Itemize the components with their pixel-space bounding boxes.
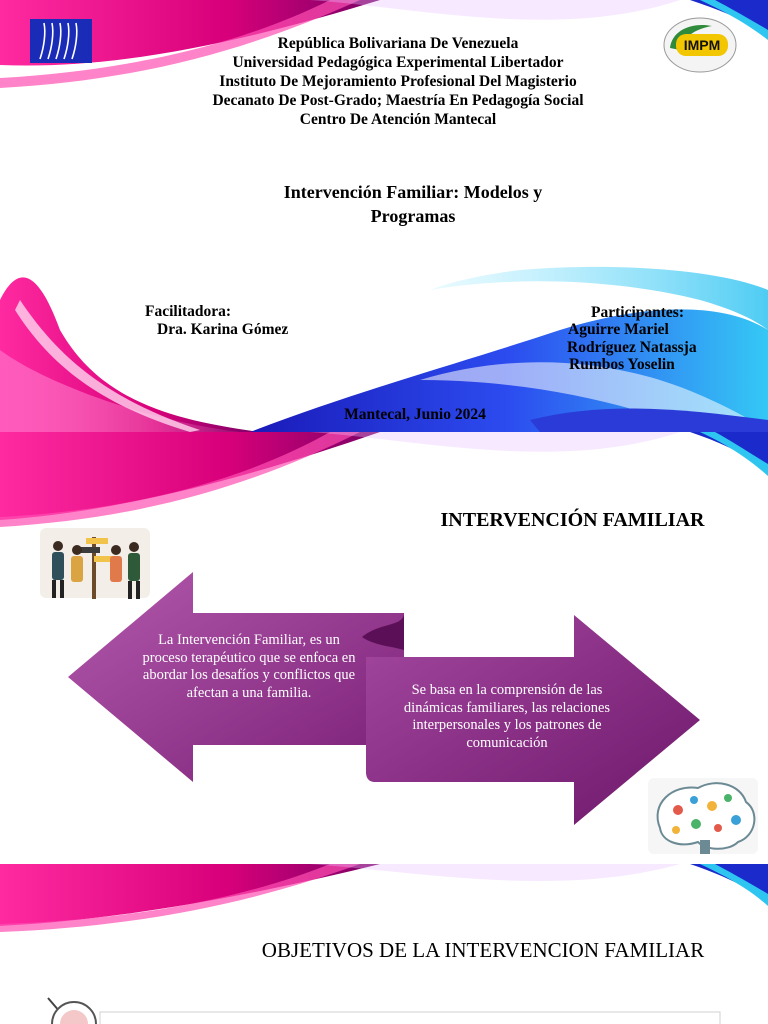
upel-logo [30,19,92,63]
arrow-left-text: La Intervención Familiar, es un proceso … [142,632,356,701]
brain-illustration [648,778,758,854]
presentation-title: Intervención Familiar: Modelos y Program… [250,180,576,228]
facilitator-name: Dra. Karina Gómez [157,321,289,338]
ipmp-logo: IMPM [663,17,737,73]
participant-name: Aguirre Mariel [568,321,669,338]
header-line: Universidad Pedagógica Experimental Libe… [232,54,564,71]
slide-title: OBJETIVOS DE LA INTERVENCION FAMILIAR [261,938,705,962]
slide-cover: IMPM República Bolivariana De Venezuela … [0,0,768,432]
arrow-right-shape [366,615,700,825]
presentation-date: Mantecal, Junio 2024 [344,406,486,423]
arrow-left-shape [68,572,404,782]
header-line: Decanato De Post-Grado; Maestría En Peda… [212,92,584,109]
logo-text: IMPM [684,37,721,53]
title-line: Programas [370,206,456,226]
slide-objetivos: OBJETIVOS DE LA INTERVENCION FAMILIAR [0,864,768,1024]
people-illustration [40,528,150,599]
header-line: Centro De Atención Mantecal [299,111,497,128]
decorative-waves [0,864,768,1024]
decorative-waves [0,0,768,432]
facilitator-label: Facilitadora: [145,303,232,320]
participants-label: Participantes: [591,304,684,321]
header-line: Instituto De Mejoramiento Profesional De… [219,73,577,90]
slide-intervencion: INTERVENCIÓN FAMILIAR La Intervención Fa… [0,432,768,864]
magnifier-icon [47,997,97,1024]
slide-title: INTERVENCIÓN FAMILIAR [440,509,705,531]
participants-list: Aguirre Mariel Rodríguez Natassja Rumbos… [567,321,697,374]
institution-header: República Bolivariana De Venezuela Unive… [150,34,646,129]
arrow-right-text: Se basa en la comprensión de las dinámic… [403,682,611,751]
header-line: República Bolivariana De Venezuela [277,35,519,52]
title-line: Intervención Familiar: Modelos y [283,182,543,202]
decorative-waves [0,432,768,854]
participant-name: Rumbos Yoselin [569,356,675,373]
participant-name: Rodríguez Natassja [567,338,697,356]
